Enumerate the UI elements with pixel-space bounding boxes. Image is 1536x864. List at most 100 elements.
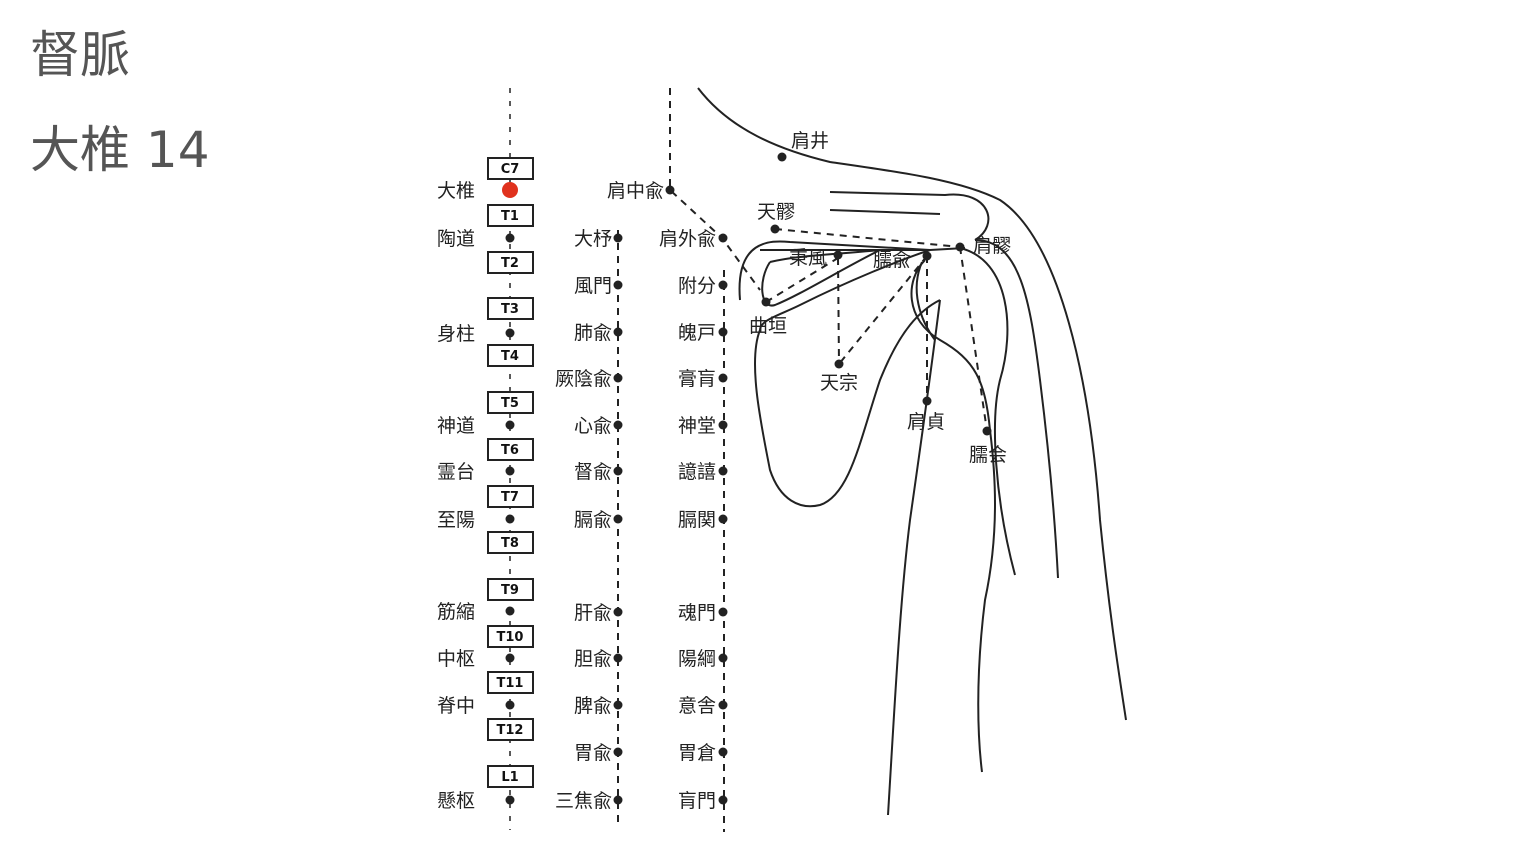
acupoint[interactable]: 肩貞 <box>907 396 945 434</box>
point-marker[interactable] <box>613 466 623 476</box>
acupoint[interactable]: 大椎 <box>437 180 518 202</box>
point-marker[interactable] <box>833 250 843 260</box>
acupoint[interactable]: 胆兪 <box>574 648 623 670</box>
acupoint[interactable]: 肓門 <box>678 790 728 812</box>
point-marker[interactable] <box>718 795 728 805</box>
point-marker[interactable] <box>613 514 623 524</box>
point-marker[interactable] <box>718 607 728 617</box>
acupoint[interactable]: 膈兪 <box>574 509 623 531</box>
point-marker[interactable] <box>718 514 728 524</box>
point-marker[interactable] <box>613 233 623 243</box>
acupoint[interactable]: 陽綱 <box>678 648 728 670</box>
point-marker[interactable] <box>613 420 623 430</box>
acupoint[interactable]: 肺兪 <box>574 322 623 344</box>
acupoint[interactable]: 大杼 <box>574 228 623 250</box>
point-label: 三焦兪 <box>555 790 612 812</box>
point-marker[interactable] <box>505 233 515 243</box>
point-marker[interactable] <box>770 224 780 234</box>
acupoint[interactable]: 臑会 <box>969 426 1007 467</box>
acupoint[interactable]: 譩譆 <box>678 461 728 483</box>
point-marker[interactable] <box>665 185 675 195</box>
vertebra-t9: T9 <box>487 578 534 601</box>
acupoint[interactable]: 肝兪 <box>574 602 623 624</box>
acupoint[interactable]: 懸枢 <box>437 790 515 812</box>
point-marker[interactable] <box>613 327 623 337</box>
point-marker[interactable] <box>505 606 515 616</box>
acupoint[interactable]: 肩髎 <box>955 235 1012 257</box>
point-marker[interactable] <box>613 280 623 290</box>
acupoint[interactable]: 神道 <box>437 415 515 437</box>
acupoint[interactable]: 魄戸 <box>678 322 728 344</box>
acupoint[interactable]: 肩外兪 <box>659 228 728 250</box>
vertebra-label: T10 <box>497 630 524 645</box>
point-marker[interactable] <box>505 420 515 430</box>
acupoint[interactable]: 至陽 <box>437 509 515 531</box>
acupoint[interactable]: 天髎 <box>757 201 795 234</box>
point-marker[interactable] <box>761 297 771 307</box>
point-marker[interactable] <box>922 396 932 406</box>
point-marker[interactable] <box>718 420 728 430</box>
point-marker[interactable] <box>718 327 728 337</box>
acupoint[interactable]: 筋縮 <box>437 601 515 623</box>
acupoint[interactable]: 霊台 <box>437 461 515 483</box>
point-label: 肩中兪 <box>607 180 664 202</box>
acupoint[interactable]: 肩中兪 <box>607 180 675 202</box>
acupoint[interactable]: 身柱 <box>437 323 515 345</box>
point-marker[interactable] <box>613 373 623 383</box>
point-marker[interactable] <box>718 280 728 290</box>
point-marker[interactable] <box>505 328 515 338</box>
point-marker[interactable] <box>955 242 965 252</box>
point-label: 膏肓 <box>678 367 716 390</box>
point-label: 筋縮 <box>437 601 475 623</box>
acupoint[interactable]: 心兪 <box>574 415 623 437</box>
point-marker[interactable] <box>718 233 728 243</box>
point-marker[interactable] <box>613 607 623 617</box>
acupoint[interactable]: 脾兪 <box>574 695 623 717</box>
point-marker[interactable] <box>718 653 728 663</box>
point-label: 肓門 <box>678 790 716 812</box>
vertebra-label: T4 <box>501 349 519 364</box>
acupoint[interactable]: 曲垣 <box>749 297 787 338</box>
point-marker[interactable] <box>505 514 515 524</box>
point-marker[interactable] <box>718 466 728 476</box>
point-marker[interactable] <box>922 251 932 261</box>
acupoint[interactable]: 魂門 <box>678 602 728 624</box>
point-marker[interactable] <box>718 373 728 383</box>
acupoint[interactable]: 秉風 <box>789 247 843 269</box>
point-marker[interactable] <box>613 700 623 710</box>
point-marker[interactable] <box>505 653 515 663</box>
point-marker[interactable] <box>777 152 787 162</box>
acupoint[interactable]: 三焦兪 <box>555 790 623 812</box>
acupoint[interactable]: 肩井 <box>777 130 830 162</box>
point-marker[interactable] <box>982 426 992 436</box>
acupoint[interactable]: 胃兪 <box>574 742 623 764</box>
highlight-point-marker[interactable] <box>502 182 518 198</box>
acupoint[interactable]: 脊中 <box>437 695 515 717</box>
acupoint[interactable]: 胃倉 <box>678 742 728 764</box>
vertebra-t11: T11 <box>487 671 534 694</box>
acupoint[interactable]: 中枢 <box>437 648 515 670</box>
point-label: 肩外兪 <box>659 228 716 250</box>
vertebra-label: T5 <box>501 396 519 411</box>
point-marker[interactable] <box>505 466 515 476</box>
acupoint[interactable]: 風門 <box>574 275 623 297</box>
point-marker[interactable] <box>718 700 728 710</box>
acupoint[interactable]: 厥陰兪 <box>555 368 623 390</box>
acupoint[interactable]: 天宗 <box>820 359 858 395</box>
acupoint[interactable]: 膈関 <box>678 509 728 531</box>
acupoint[interactable]: 陶道 <box>437 228 515 250</box>
acupoint[interactable]: 附分 <box>678 275 728 297</box>
acupoint[interactable]: 臑兪 <box>873 249 932 271</box>
point-marker[interactable] <box>505 795 515 805</box>
acupoint[interactable]: 膏肓 <box>678 367 728 390</box>
point-marker[interactable] <box>834 359 844 369</box>
acupoint[interactable]: 督兪 <box>574 461 623 483</box>
acupoint[interactable]: 神堂 <box>678 415 728 437</box>
point-marker[interactable] <box>505 700 515 710</box>
point-marker[interactable] <box>613 653 623 663</box>
point-marker[interactable] <box>613 747 623 757</box>
vertebra-t12: T12 <box>487 718 534 741</box>
point-marker[interactable] <box>613 795 623 805</box>
acupoint[interactable]: 意舎 <box>678 695 728 717</box>
point-marker[interactable] <box>718 747 728 757</box>
